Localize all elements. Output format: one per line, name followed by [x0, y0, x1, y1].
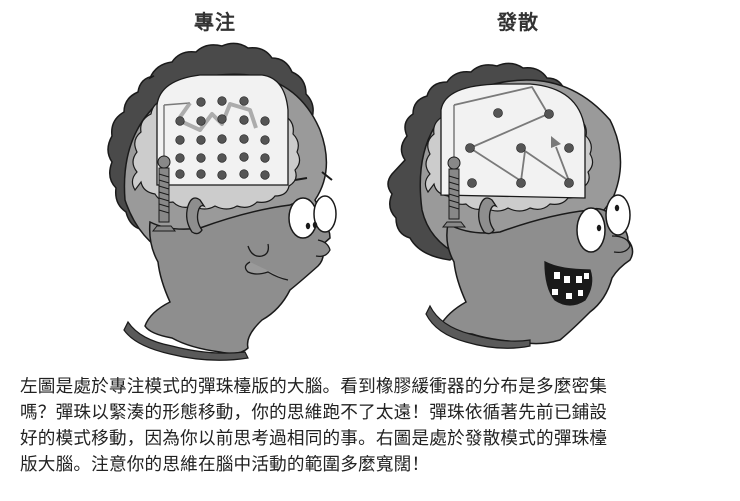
arrow-head-icon	[551, 136, 561, 148]
pinball-brain-illustrations	[107, 42, 634, 361]
diffuse-bumpers	[465, 108, 574, 188]
focused-head-illustration	[107, 42, 337, 361]
focused-pinball-board	[156, 74, 289, 186]
diffuse-head-illustration	[387, 62, 634, 349]
diffuse-pinball-board	[440, 83, 586, 199]
caption-line: 嗎？彈珠以緊湊的形態移動，你的思維跑不了太遠！彈珠依循著先前已鋪設	[20, 403, 608, 423]
figure-caption: 左圖是處於專注模式的彈珠檯版的大腦。看到橡膠緩衝器的分布是多麼密集 嗎？彈珠以緊…	[20, 374, 732, 478]
focused-mode-title: 專注	[194, 10, 236, 34]
caption-line: 好的模式移動，因為你以前思考過相同的事。右圖是處於發散模式的彈珠檯	[20, 429, 608, 449]
plunger-spring-icon	[441, 105, 467, 228]
focused-eyes	[288, 171, 337, 239]
tongue-mouth	[244, 261, 289, 281]
diffuse-eyes	[576, 194, 631, 253]
caption-line: 版大腦。注意你的思維在腦中活動的範圍多麼寬闊！	[20, 455, 430, 475]
plunger-spring-icon	[151, 102, 191, 232]
diffuse-ball-path	[453, 86, 570, 182]
caption-line: 左圖是處於專注模式的彈珠檯版的大腦。看到橡膠緩衝器的分布是多麼密集	[20, 377, 608, 397]
focused-bumpers	[175, 96, 270, 180]
ear-icon	[478, 197, 498, 235]
diffuse-mode-title: 發散	[497, 10, 539, 34]
ear-icon	[186, 197, 206, 235]
